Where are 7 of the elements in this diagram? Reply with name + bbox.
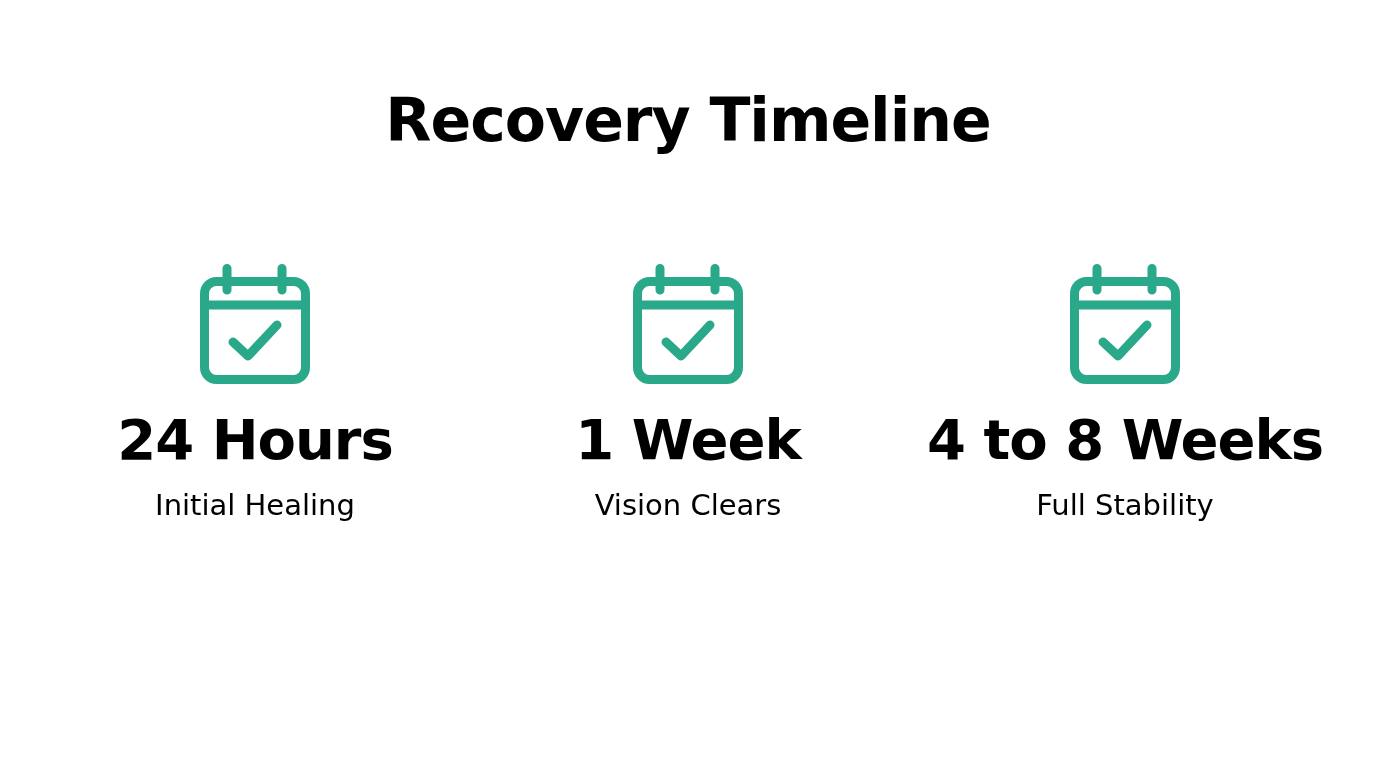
duration-heading: 24 Hours xyxy=(117,408,393,473)
stage-caption: Initial Healing xyxy=(155,489,355,523)
stage-caption: Vision Clears xyxy=(594,489,782,523)
stage-caption: Full Stability xyxy=(1036,489,1214,523)
duration-heading: 1 Week xyxy=(575,408,801,473)
title: Recovery Timeline xyxy=(385,86,991,155)
duration-heading: 4 to 8 Weeks xyxy=(927,408,1323,473)
